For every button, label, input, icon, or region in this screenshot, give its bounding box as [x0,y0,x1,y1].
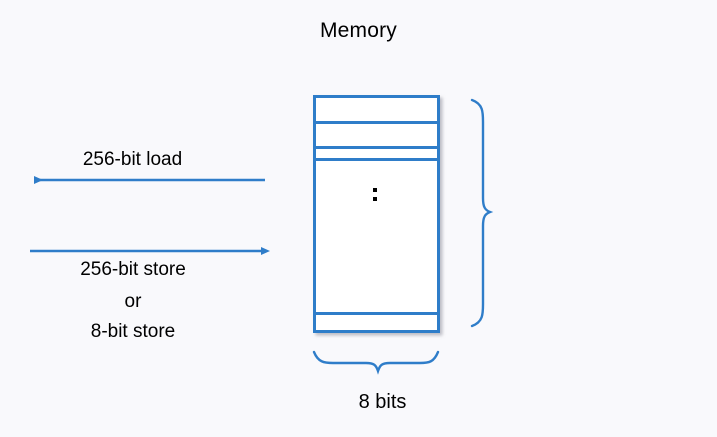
store-arrow-label-line-3: 8-bit store [90,321,176,342]
ellipsis-icon [373,188,377,201]
page-title: Memory [319,19,398,42]
store-arrow-label-line-2: or [124,291,142,312]
store-arrow-label-line-1: 256-bit store [80,259,186,280]
depth-brace-icon [470,98,494,328]
width-brace-label: 8 bits [358,391,407,413]
load-arrow-label: 256-bit load [82,149,183,170]
width-brace-icon [312,350,440,375]
memory-block [313,95,440,333]
memory-row-dividers [315,121,438,315]
memory-block-outline [313,95,440,333]
